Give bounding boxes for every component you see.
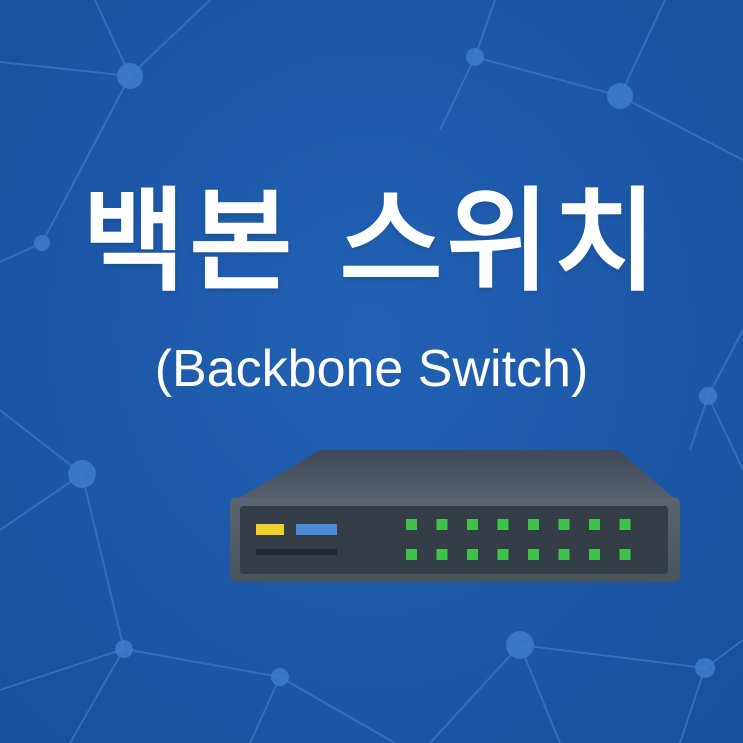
port-led (406, 519, 417, 530)
port-led (528, 519, 539, 530)
port-led (558, 519, 570, 530)
port-led (589, 549, 600, 560)
port-led (558, 549, 570, 560)
port-leds (406, 519, 631, 560)
port-led (467, 549, 478, 560)
page-title: 백본 스위치 (82, 177, 661, 307)
port-led (497, 549, 509, 560)
port-led (436, 519, 448, 530)
network-switch-icon (230, 450, 680, 582)
port-led (619, 519, 631, 530)
page-subtitle: (Backbone Switch) (154, 340, 589, 398)
status-indicator-blue (296, 524, 337, 535)
port-led (436, 549, 448, 560)
port-led (406, 549, 417, 560)
switch-panel-inset (240, 506, 668, 574)
port-led (497, 519, 509, 530)
port-led (467, 519, 478, 530)
port-led (589, 519, 600, 530)
switch-top-face (236, 450, 676, 500)
port-led (619, 549, 631, 560)
port-led (528, 549, 539, 560)
status-indicator-yellow (256, 524, 284, 535)
switch-slot (256, 549, 337, 555)
